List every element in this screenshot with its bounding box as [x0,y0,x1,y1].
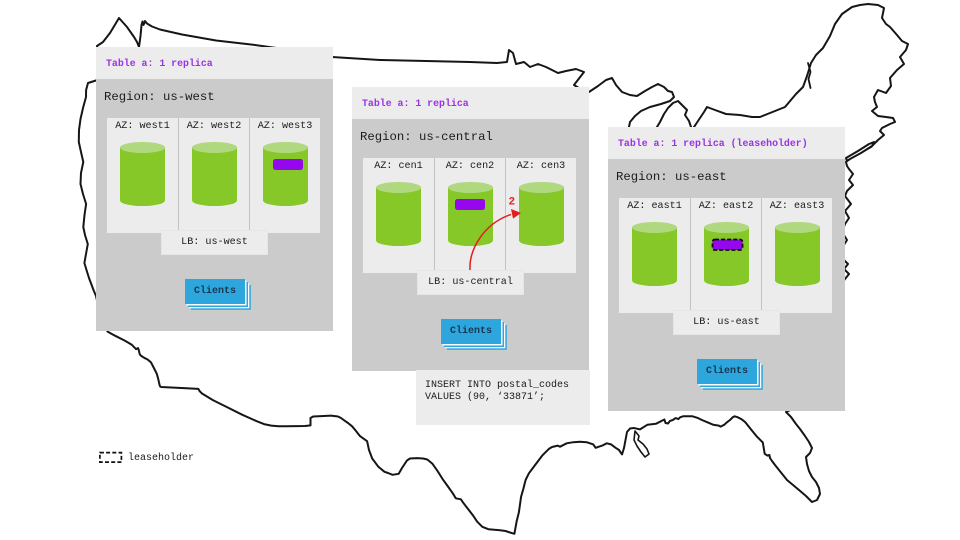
svg-text:2: 2 [509,197,516,209]
